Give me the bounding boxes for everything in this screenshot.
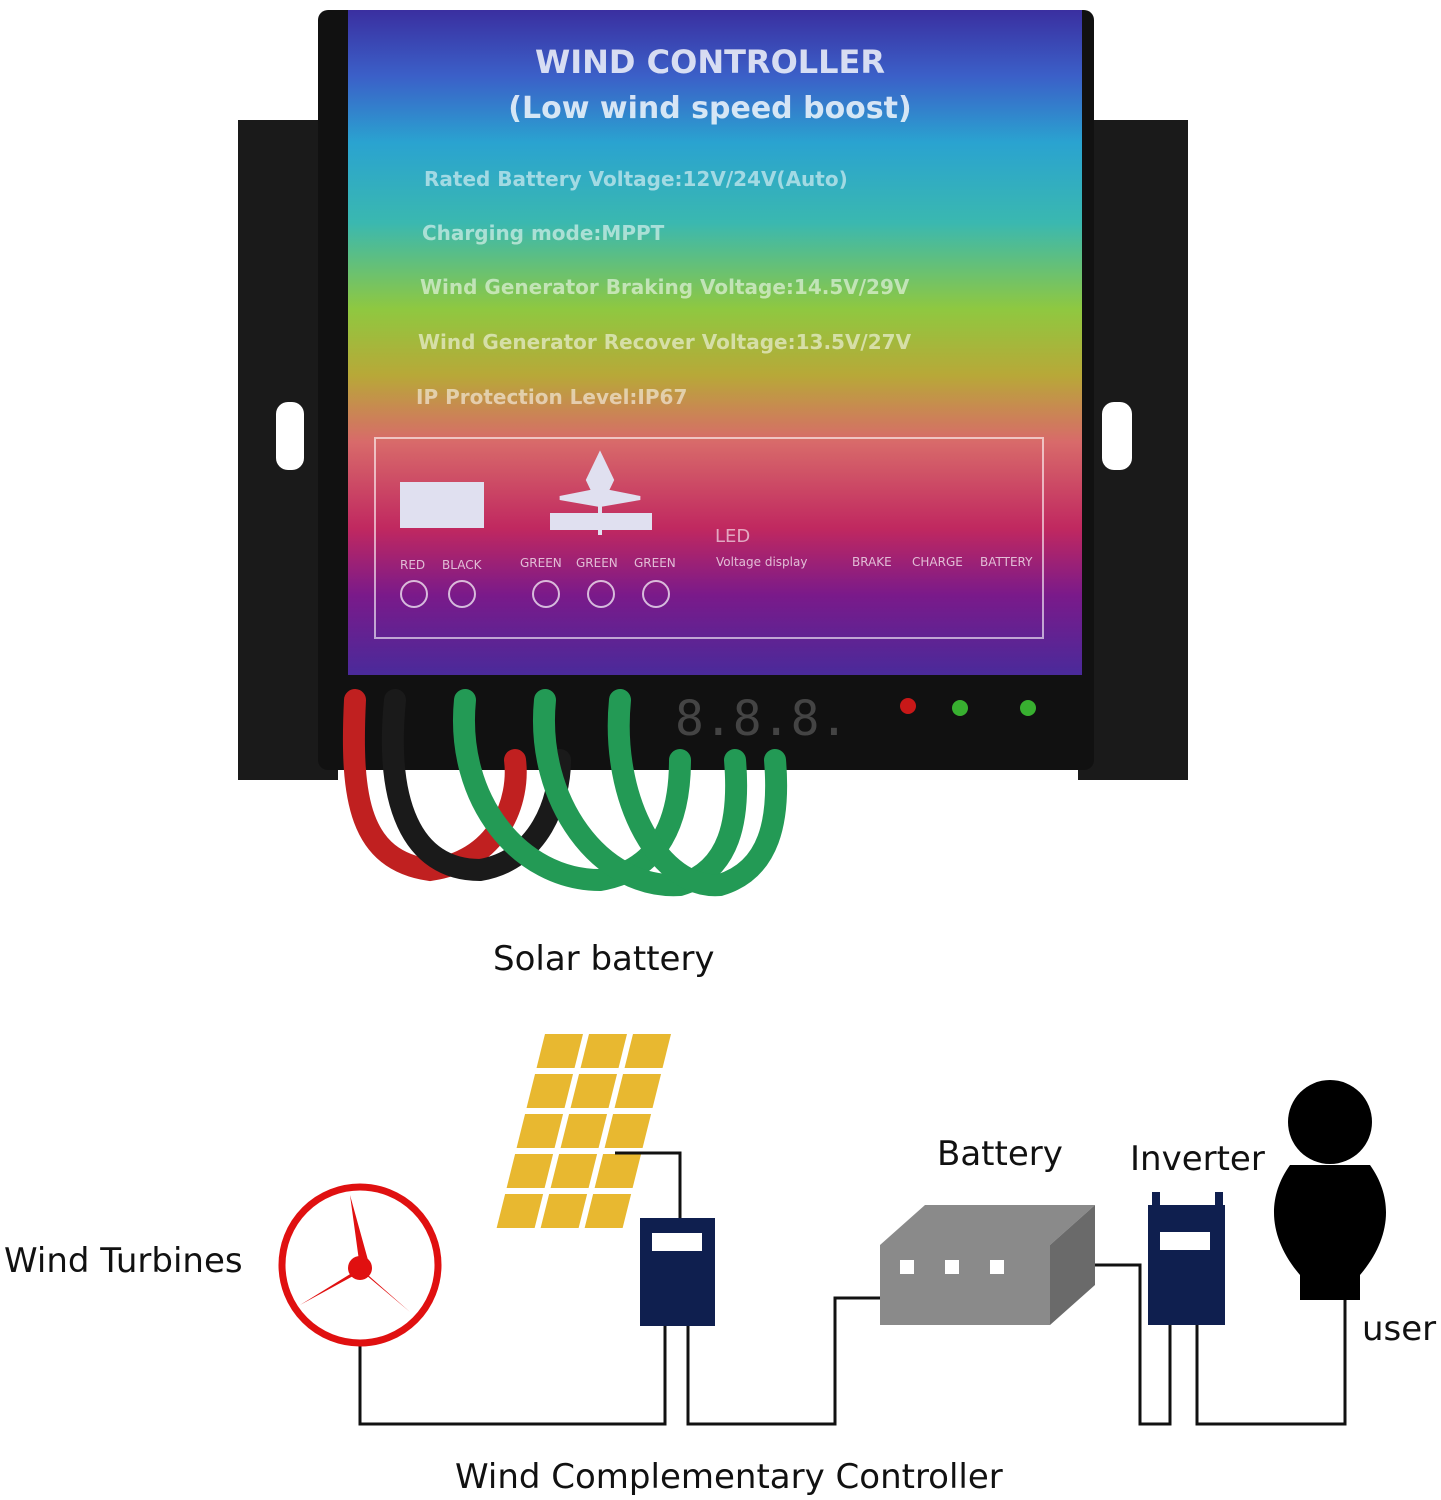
product-title: WIND CONTROLLER xyxy=(535,43,885,81)
solar-cell xyxy=(594,1154,642,1188)
solar-cell xyxy=(560,1114,608,1148)
front-label xyxy=(348,10,1082,675)
solar-cell xyxy=(580,1034,628,1068)
inverter-icon xyxy=(1148,1192,1225,1325)
solar-cell xyxy=(540,1194,588,1228)
battery-led xyxy=(1020,700,1036,716)
right-mount-hole xyxy=(1102,402,1132,470)
solar-cell xyxy=(516,1114,564,1148)
battery-icon xyxy=(880,1205,1095,1325)
terminal-label: RED xyxy=(400,558,425,572)
controller-product: WIND CONTROLLER (Low wind speed boost) R… xyxy=(238,10,1188,897)
spec-line: Rated Battery Voltage:12V/24V(Auto) xyxy=(424,167,848,191)
battery-symbol-icon xyxy=(400,482,484,528)
terminal-label: GREEN xyxy=(520,556,562,570)
plus-terminal-icon xyxy=(400,580,428,608)
inverter-label: Inverter xyxy=(1130,1139,1265,1179)
ac-terminal-icon xyxy=(642,580,670,608)
spec-line: IP Protection Level:IP67 xyxy=(416,385,687,409)
solar-cell xyxy=(496,1194,544,1228)
product-subtitle: (Low wind speed boost) xyxy=(508,91,911,126)
terminal-label: GREEN xyxy=(576,556,618,570)
wind-turbine-icon xyxy=(278,1183,442,1347)
spec-line: Wind Generator Braking Voltage:14.5V/29V xyxy=(420,275,910,299)
terminal-label: BLACK xyxy=(442,558,483,572)
cables xyxy=(342,689,788,897)
user-icon xyxy=(1273,1080,1387,1300)
led-title: LED xyxy=(715,526,750,547)
wiring xyxy=(358,1151,1347,1426)
solar-cell xyxy=(604,1114,652,1148)
ac-terminal-icon xyxy=(587,580,615,608)
terminal-label: GREEN xyxy=(634,556,676,570)
left-mount-hole xyxy=(276,402,304,470)
controller-device-icon xyxy=(640,1218,715,1326)
battery-label: Battery xyxy=(937,1134,1063,1174)
brake-led xyxy=(900,698,916,714)
solar-cell xyxy=(624,1034,672,1068)
led-subtitle: Voltage display xyxy=(716,555,807,569)
wind-turbine-symbol-icon xyxy=(550,450,652,535)
solar-cell xyxy=(614,1074,662,1108)
solar-cell xyxy=(526,1074,574,1108)
led-voltage-display: 8.8.8. xyxy=(675,691,848,747)
spec-line: Charging mode:MPPT xyxy=(422,221,665,245)
solar-battery-label: Solar battery xyxy=(493,939,715,979)
right-mounting-flange xyxy=(1078,120,1188,780)
indicator-label: BRAKE xyxy=(852,555,892,569)
solar-cell xyxy=(506,1154,554,1188)
terminal-panel xyxy=(374,437,1044,639)
charge-led xyxy=(952,700,968,716)
controller-label: Wind Complementary Controller xyxy=(455,1457,1003,1497)
indicator-label: CHARGE xyxy=(912,555,963,569)
user-label: user xyxy=(1362,1309,1436,1349)
wind-turbines-label: Wind Turbines xyxy=(4,1241,243,1281)
solar-cell xyxy=(584,1194,632,1228)
solar-cell xyxy=(570,1074,618,1108)
solar-cell xyxy=(536,1034,584,1068)
ac-terminal-icon xyxy=(532,580,560,608)
minus-terminal-icon xyxy=(448,580,476,608)
indicator-label: BATTERY xyxy=(980,555,1033,569)
solar-cell xyxy=(550,1154,598,1188)
solar-panel-icon xyxy=(490,1030,680,1230)
spec-line: Wind Generator Recover Voltage:13.5V/27V xyxy=(418,330,912,354)
